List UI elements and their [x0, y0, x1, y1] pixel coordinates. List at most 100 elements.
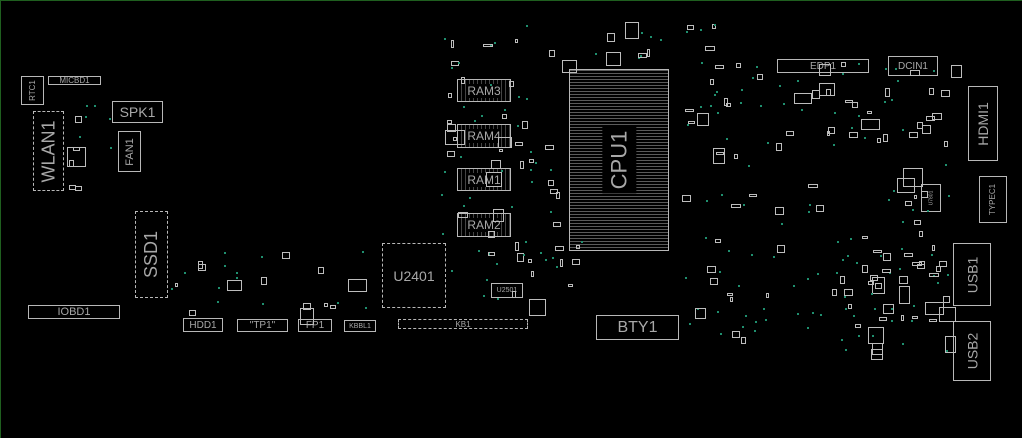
component-usb2[interactable]: USB2 — [953, 321, 991, 381]
via — [752, 77, 755, 80]
smd-part — [882, 134, 889, 143]
via — [504, 109, 507, 112]
via — [93, 104, 96, 107]
via — [797, 79, 800, 82]
via — [743, 203, 746, 206]
smd-part — [775, 143, 783, 151]
component-rtc1[interactable]: RTC1 — [21, 76, 44, 105]
component-hdd1[interactable]: HDD1 — [183, 318, 223, 332]
component-cpu1[interactable]: CPU1 — [569, 69, 669, 251]
via — [837, 240, 840, 243]
via — [841, 73, 844, 76]
component-wlan1[interactable]: WLAN1 — [33, 111, 64, 191]
smd-part — [188, 310, 196, 317]
component-fan1[interactable]: FAN1 — [118, 131, 141, 172]
smd-part — [709, 78, 714, 86]
smd-part — [447, 124, 457, 132]
via — [442, 232, 444, 235]
via — [884, 67, 887, 70]
component-u2401[interactable]: U2401 — [382, 243, 446, 308]
component-u2501[interactable]: U2501 — [491, 283, 523, 298]
smd-part — [695, 307, 707, 320]
smd-part — [499, 149, 504, 153]
label: U2401 — [393, 267, 435, 284]
smd-part — [509, 81, 515, 88]
component-ram2[interactable]: RAM2 — [457, 213, 511, 237]
component-typec1[interactable]: TYPEC1 — [979, 176, 1007, 223]
smd-part — [515, 242, 520, 251]
via — [531, 180, 534, 183]
smd-part — [731, 330, 741, 338]
label: FP1 — [305, 320, 325, 331]
smd-part — [794, 93, 813, 104]
smd-part — [707, 265, 717, 273]
component-iobd1[interactable]: IOBD1 — [28, 305, 120, 319]
component-micbd1[interactable]: MICBD1 — [48, 76, 101, 85]
via — [772, 255, 775, 258]
smd-part — [925, 302, 944, 316]
via — [468, 196, 471, 199]
smd-part — [785, 130, 795, 136]
via — [235, 277, 238, 280]
via — [899, 268, 902, 271]
component-edp1[interactable]: EDP1 — [777, 59, 869, 73]
smd-part — [733, 153, 739, 159]
component-ram3[interactable]: RAM3 — [457, 79, 511, 102]
via — [750, 254, 753, 257]
smd-part — [911, 315, 919, 319]
via — [458, 62, 461, 65]
component-kbbl1[interactable]: KBBL1 — [344, 320, 376, 332]
smd-part — [868, 281, 874, 286]
component-u7801[interactable]: U7801 — [921, 184, 941, 212]
smd-part — [458, 211, 468, 219]
component-kb1[interactable]: KB1 — [398, 319, 528, 329]
via — [441, 194, 444, 197]
smd-part — [687, 24, 695, 30]
via — [832, 143, 835, 146]
smd-part — [862, 264, 868, 274]
via — [894, 67, 897, 70]
via — [780, 222, 783, 225]
smd-part — [807, 184, 818, 189]
smd-part — [713, 147, 726, 165]
via — [638, 57, 641, 60]
via — [808, 210, 811, 213]
component-bty1[interactable]: BTY1 — [596, 315, 679, 340]
smd-part — [300, 308, 315, 326]
component-usb1[interactable]: USB1 — [953, 243, 991, 306]
via — [687, 124, 690, 127]
component-tp1[interactable]: "TP1" — [237, 319, 288, 332]
component-ram1[interactable]: RAM1 — [457, 168, 511, 191]
smd-part — [261, 277, 268, 286]
smd-part — [840, 275, 845, 285]
smd-part — [710, 277, 718, 285]
via — [595, 52, 597, 55]
via — [893, 189, 896, 192]
via — [726, 138, 729, 141]
component-ssd1[interactable]: SSD1 — [135, 211, 168, 298]
label: TYPEC1 — [988, 183, 998, 216]
smd-part — [903, 168, 923, 187]
smd-part — [492, 208, 504, 222]
component-fp1[interactable]: FP1 — [298, 319, 332, 332]
via — [765, 319, 768, 322]
component-spk1[interactable]: SPK1 — [112, 101, 163, 123]
smd-part — [490, 160, 501, 169]
smd-part — [913, 220, 921, 226]
via — [500, 170, 503, 173]
smd-part — [872, 249, 883, 254]
via — [717, 311, 720, 314]
via — [525, 241, 528, 244]
via — [481, 114, 484, 117]
via — [847, 255, 850, 258]
smd-part — [281, 252, 291, 260]
smd-part — [68, 160, 74, 168]
via — [741, 89, 744, 92]
component-ram4[interactable]: RAM4 — [457, 124, 511, 148]
component-hdmi1[interactable]: HDMI1 — [968, 86, 998, 161]
via — [364, 306, 367, 309]
via — [807, 326, 810, 329]
smd-part — [741, 336, 747, 344]
via — [901, 248, 904, 251]
